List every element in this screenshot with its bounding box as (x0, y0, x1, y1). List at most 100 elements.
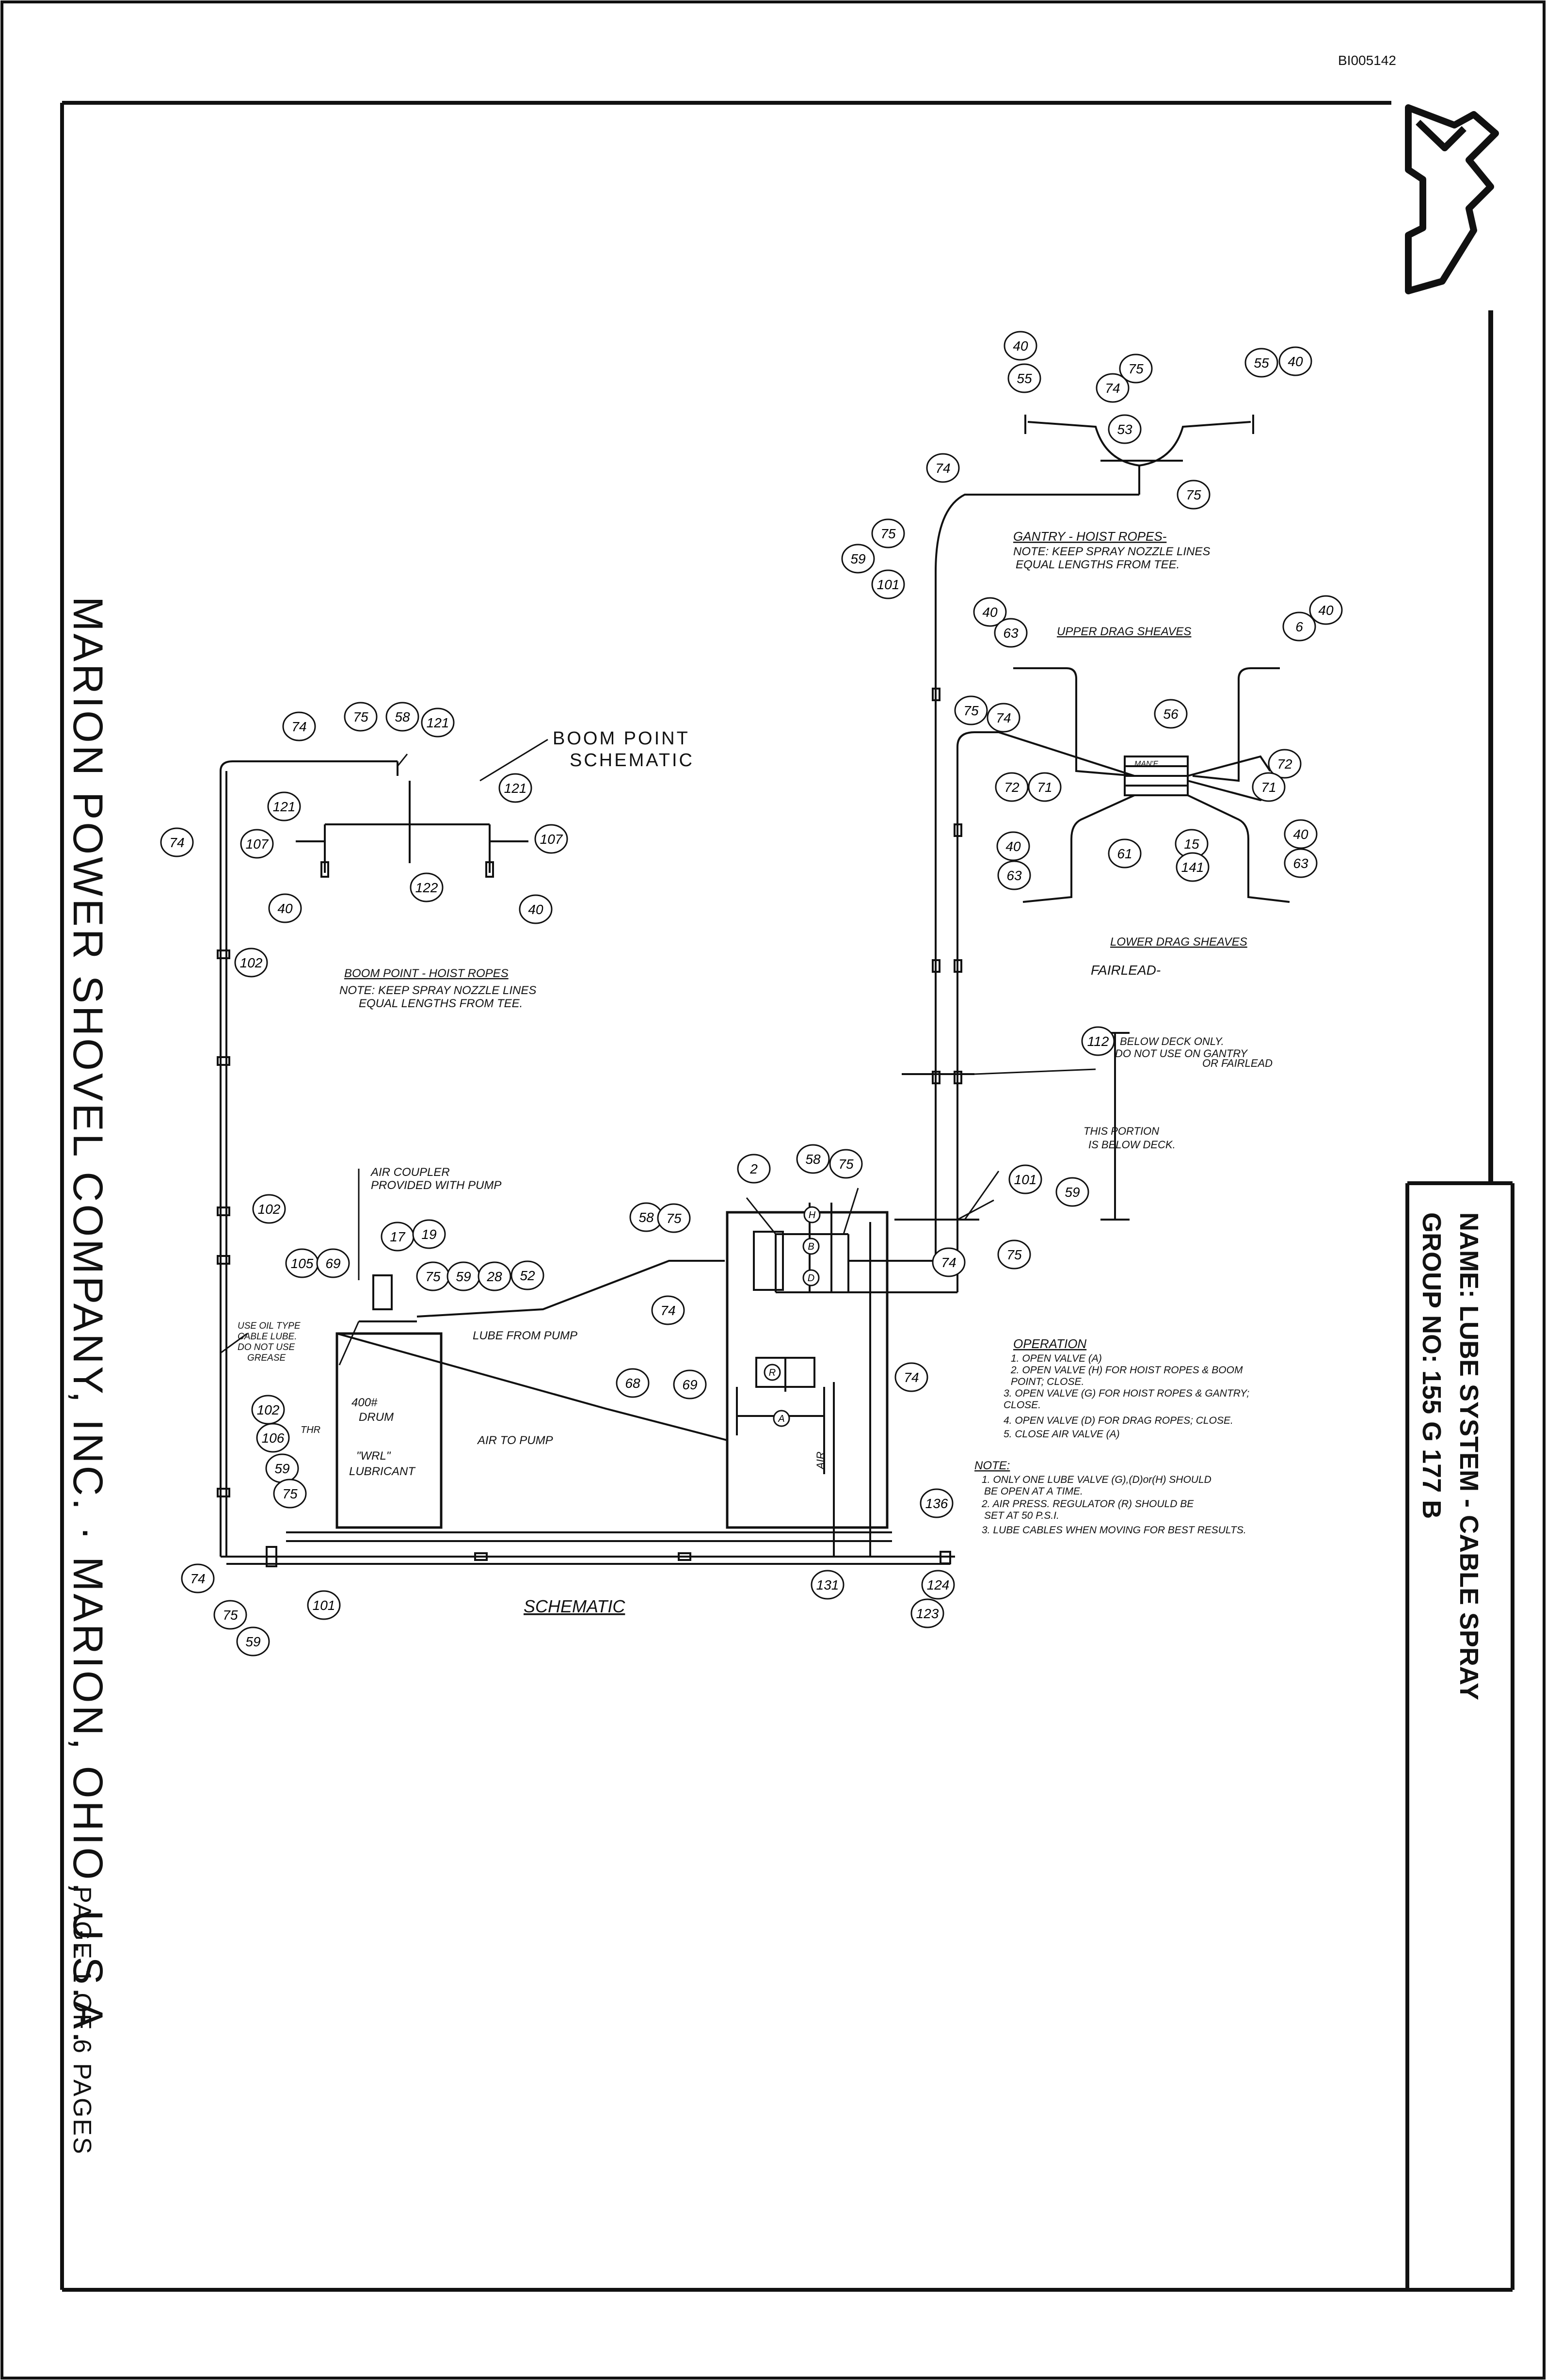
callout-number: 19 (421, 1227, 436, 1242)
callout-number: 121 (427, 715, 449, 730)
piping-lines (217, 415, 1290, 1567)
callout-number: 123 (916, 1606, 939, 1621)
callout-number: 6 (1295, 619, 1303, 634)
callout-number: 75 (1128, 361, 1144, 376)
callout-circle (344, 702, 378, 732)
callout-circle (737, 1154, 771, 1184)
callout-number: 112 (1087, 1034, 1109, 1049)
below-deck-1: BELOW DECK ONLY. (1120, 1035, 1224, 1047)
callout-circle (252, 1194, 286, 1224)
drum-label-3: "WRL" (356, 1449, 391, 1463)
part-number-callout: 75 (871, 518, 905, 548)
callout-circle (234, 948, 268, 978)
callout-number: 59 (456, 1269, 471, 1284)
part-number-callout: 69 (673, 1369, 707, 1399)
callout-circle (673, 1369, 707, 1399)
part-number-callout: 40 (268, 893, 302, 923)
callout-circle (534, 824, 568, 854)
callout-circle (1268, 749, 1302, 779)
callout-number: 131 (816, 1577, 839, 1592)
callout-number: 74 (291, 719, 306, 734)
manifold-label: MAN'F (1134, 760, 1159, 768)
part-number-callout: 121 (421, 708, 455, 738)
callout-circle (1176, 852, 1210, 882)
callout-circle (811, 1570, 845, 1600)
valve-letter-callout: D (802, 1269, 820, 1286)
callout-number: 58 (395, 709, 410, 724)
callout-number: 101 (877, 577, 900, 592)
callout-number: 121 (504, 781, 527, 796)
callout-number: 124 (927, 1577, 950, 1592)
callout-circle (994, 618, 1028, 648)
callout-number: 75 (223, 1608, 238, 1623)
callout-circle (498, 773, 532, 803)
part-number-callout: 59 (236, 1626, 270, 1656)
callout-number: 75 (666, 1211, 682, 1226)
part-number-callout: 136 (920, 1488, 954, 1518)
callout-circle (1119, 354, 1153, 384)
callout-circle (1004, 331, 1037, 361)
callout-number: R (769, 1367, 776, 1378)
part-number-callout: 63 (994, 618, 1028, 648)
callout-circle (421, 708, 455, 738)
part-number-callout: 53 (1108, 414, 1142, 444)
part-number-callout: 75 (1177, 480, 1211, 510)
callout-number: 53 (1117, 422, 1132, 437)
part-number-callout: 40 (996, 831, 1030, 861)
callout-number: 59 (850, 551, 865, 566)
callout-circle (996, 831, 1030, 861)
callout-circle (1108, 838, 1142, 868)
callout-circle (268, 893, 302, 923)
callout-number: 40 (1293, 827, 1308, 842)
callout-circle (1055, 1177, 1089, 1207)
valve-letter-callout: R (764, 1364, 781, 1381)
callout-number: H (809, 1210, 816, 1221)
note-item: 3. LUBE CABLES WHEN MOVING FOR BEST RESU… (982, 1525, 1246, 1536)
thr-label: THR (301, 1425, 320, 1435)
callout-circle (267, 791, 301, 821)
note-item: 1. ONLY ONE LUBE VALVE (G),(D)or(H) SHOU… (982, 1474, 1211, 1485)
part-number-callout: 28 (478, 1261, 511, 1291)
callout-number: 74 (190, 1571, 205, 1586)
drawing-labels: BOOM POINT SCHEMATIC SCHEMATIC GANTRY - … (238, 529, 1273, 1616)
part-number-callout: 123 (910, 1598, 944, 1628)
callout-circle (802, 1269, 820, 1286)
part-number-callout: 112 (1081, 1026, 1115, 1056)
callout-number: 61 (1117, 846, 1132, 861)
callout-number: 74 (935, 461, 950, 476)
callout-circle (997, 1239, 1031, 1270)
part-number-callout: 74 (932, 1247, 966, 1277)
callout-circle (410, 872, 444, 902)
part-number-callout: 74 (181, 1563, 215, 1593)
callout-number: 72 (1277, 756, 1292, 772)
callout-number: 63 (1003, 626, 1019, 641)
air-to-pump: AIR TO PUMP (477, 1434, 553, 1447)
part-number-callout: 101 (307, 1590, 341, 1620)
page-number: PAGE 1 OF 6 PAGES (68, 1886, 96, 2155)
callout-circle (1154, 699, 1188, 729)
callout-number: 105 (291, 1256, 314, 1271)
part-number-callout: 61 (1108, 838, 1142, 868)
callout-circle (894, 1362, 928, 1392)
callout-number: 63 (1006, 868, 1022, 883)
callout-circle (657, 1203, 691, 1233)
callout-circle (213, 1600, 247, 1630)
callout-circle (773, 1410, 790, 1427)
callout-circle (510, 1260, 544, 1290)
callout-circle (1284, 819, 1318, 849)
part-number-callout: 107 (240, 829, 274, 859)
callout-number: 74 (169, 835, 184, 850)
part-number-callout: 40 (1309, 595, 1343, 625)
part-number-callout: 75 (416, 1261, 450, 1291)
part-number-callout: 17 (381, 1222, 414, 1252)
this-portion-1: THIS PORTION (1084, 1125, 1159, 1137)
part-number-callout: 40 (973, 597, 1007, 627)
callout-number: 63 (1293, 856, 1308, 871)
callout-number: 75 (425, 1269, 441, 1284)
callout-circle (616, 1368, 650, 1398)
part-number-callout: 75 (954, 695, 988, 725)
part-number-callout: 59 (265, 1453, 299, 1483)
callout-circle (871, 518, 905, 548)
valve-letter-callout: H (803, 1206, 821, 1223)
part-number-callout: 124 (921, 1570, 955, 1600)
